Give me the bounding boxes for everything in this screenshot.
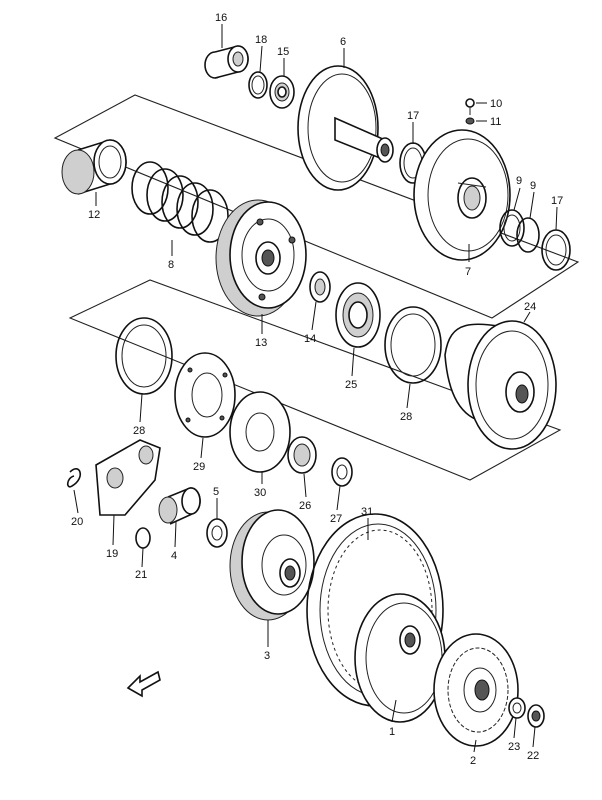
part-3-movable-drive-face [229,509,315,621]
part-9-oil-seal-b [516,217,540,253]
part-28-seal-right [384,306,442,384]
callout-18: 18 [255,34,267,46]
part-20-clip [66,468,81,488]
callout-28a: 28 [133,425,145,437]
part-6-driven-face [297,65,394,191]
callout-24: 24 [524,301,536,313]
part-13-clutch-shoe-assembly [215,199,307,317]
callout-1: 1 [389,726,395,738]
part-11-guide-roller [465,117,475,125]
callout-17b: 17 [551,195,563,207]
callout-labels: 1 2 3 4 5 6 7 8 9 9 10 11 12 13 14 15 16… [71,12,563,767]
callout-26: 26 [299,500,311,512]
part-16-needle-bearing [204,45,249,79]
callout-31: 31 [361,506,373,518]
part-24-clutch-housing [444,320,557,450]
callout-25: 25 [345,379,357,391]
callout-9a: 9 [516,175,522,187]
callout-29: 29 [193,461,205,473]
part-15-bearing [269,75,295,109]
callout-15: 15 [277,46,289,58]
upper-assembly-frame [53,94,580,319]
part-18-circlip [248,71,268,99]
part-27-collar [331,457,353,487]
callout-14: 14 [304,333,316,345]
front-direction-arrow-icon [126,670,161,698]
part-26-bearing [287,436,317,474]
part-2-fan-drive-face [433,633,519,747]
part-28-seal-left [115,317,173,395]
callout-10: 10 [490,98,502,110]
callout-5: 5 [213,486,219,498]
part-22-nut [527,704,545,728]
part-19-slide-bracket [95,439,161,516]
callout-8: 8 [168,259,174,271]
callout-27: 27 [330,513,342,525]
callout-6: 6 [340,36,346,48]
callout-11: 11 [490,116,501,128]
part-5-bushing [206,518,228,548]
callout-4: 4 [171,550,177,562]
callout-16: 16 [215,12,227,24]
part-21-spacer [135,527,151,549]
callout-22: 22 [527,750,539,762]
callout-28b: 28 [400,411,412,423]
callout-21: 21 [135,569,147,581]
lower-assembly-frame [68,279,562,481]
callout-3: 3 [264,650,270,662]
part-8-driven-spring [131,161,229,243]
callout-7: 7 [465,266,471,278]
part-1-fixed-drive-face [354,593,446,723]
part-14-clutch-nut [309,271,331,303]
part-29-movable-plate [174,352,236,438]
callout-9b: 9 [530,180,536,192]
part-12-spring-seat [61,139,127,195]
callout-2: 2 [470,755,476,767]
callout-30: 30 [254,487,266,499]
callout-19: 19 [106,548,118,560]
callout-12: 12 [88,209,100,221]
part-17-o-ring-lower [541,229,571,271]
part-7-sliding-driven-face [413,129,511,261]
callout-17a: 17 [407,110,419,122]
callout-13: 13 [255,337,267,349]
part-23-washer [508,697,526,719]
part-4-drive-sleeve [158,487,201,525]
part-30-ramp-plate [229,391,291,473]
part-10-guide-pin [465,98,475,115]
callout-20: 20 [71,516,83,528]
leader-lines [73,24,558,753]
callout-23: 23 [508,741,520,753]
part-25-bearing [335,282,381,348]
part-9-oil-seal-a [499,209,525,247]
